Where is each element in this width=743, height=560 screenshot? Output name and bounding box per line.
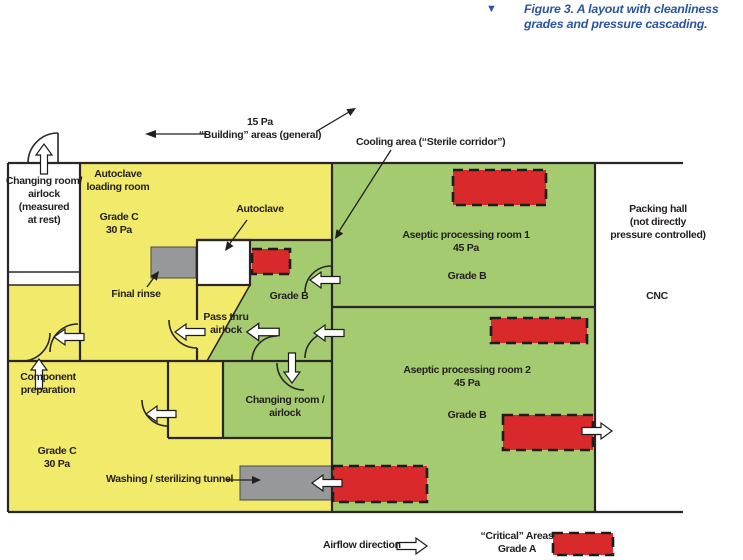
legend-critical-label: “Critical” Areas Grade A [480, 530, 554, 555]
label-aseptic-room-2: Aseptic processing room 2 45 Pa [403, 364, 531, 389]
figure-caption-marker-icon: ▼ [486, 3, 497, 15]
label-grade-b-corridor: Grade B [269, 290, 309, 302]
autoclave-box [195, 238, 252, 287]
label-cnc: CNC [646, 290, 668, 302]
callout-arrows [145, 108, 392, 484]
door-arcs [21, 132, 332, 427]
door-arc [27, 132, 59, 164]
critical-area-aseptic1 [451, 168, 548, 207]
callout-line [316, 111, 350, 132]
label-building-areas: 15 Pa “Building” areas (general) [198, 116, 322, 141]
legend-airflow-label: Airflow direction [323, 539, 401, 551]
label-grade-b-1: Grade B [447, 270, 487, 282]
callout-line [337, 149, 392, 234]
label-changing-room-left: Changing room/ airlock (measured at rest… [5, 175, 83, 226]
label-changing-room-center: Changing room / airlock [245, 394, 325, 419]
wall-segment-diagonal [206, 284, 251, 362]
callout-head [145, 130, 156, 138]
critical-areas [250, 168, 615, 557]
legend-critical-swatch [551, 531, 615, 557]
door-arc [49, 323, 79, 353]
callout-head [335, 229, 344, 239]
callout-head [252, 476, 261, 484]
label-autoclave: Autoclave [236, 203, 284, 215]
label-aseptic-room-1: Aseptic processing room 1 45 Pa [402, 229, 530, 254]
callout-line [227, 219, 248, 247]
door-arc [276, 362, 305, 391]
label-autoclave-loading: Autoclave loading room [86, 168, 150, 193]
callout-head [150, 271, 159, 281]
walls [6, 133, 683, 514]
label-component-prep: Component preparation [20, 371, 76, 396]
door-arc [141, 399, 169, 427]
final-rinse-box [150, 246, 197, 279]
label-grade-c-top: Grade C 30 Pa [99, 211, 139, 236]
changing-room-left-area [8, 163, 80, 285]
label-packing-hall: Packing hall (not directly pressure cont… [610, 203, 706, 241]
callout-head [225, 241, 234, 251]
callout-head [346, 108, 356, 116]
door-arc [21, 332, 51, 362]
critical-area-aseptic2-upper [489, 316, 589, 345]
sterile-corridor-area [207, 241, 332, 361]
label-grade-b-2: Grade B [447, 409, 487, 421]
door-arc [304, 265, 332, 293]
critical-area-aseptic2-lower [501, 413, 595, 452]
label-cooling-area: Cooling area (“Sterile corridor”) [356, 136, 506, 148]
critical-area-corridor [250, 247, 292, 276]
legend-airflow-arrow [396, 537, 428, 555]
label-final-rinse: Final rinse [111, 288, 161, 300]
door-arc [168, 319, 198, 349]
critical-area-tunnel [331, 464, 429, 504]
label-grade-c-bottom: Grade C 30 Pa [37, 445, 77, 470]
label-pass-thru: Pass thru airlock [203, 311, 249, 336]
changing-room-center-area [223, 361, 332, 438]
figure-caption: Figure 3. A layout with cleanliness grad… [524, 2, 719, 31]
label-washing-tunnel: Washing / sterilizing tunnel [106, 473, 234, 485]
